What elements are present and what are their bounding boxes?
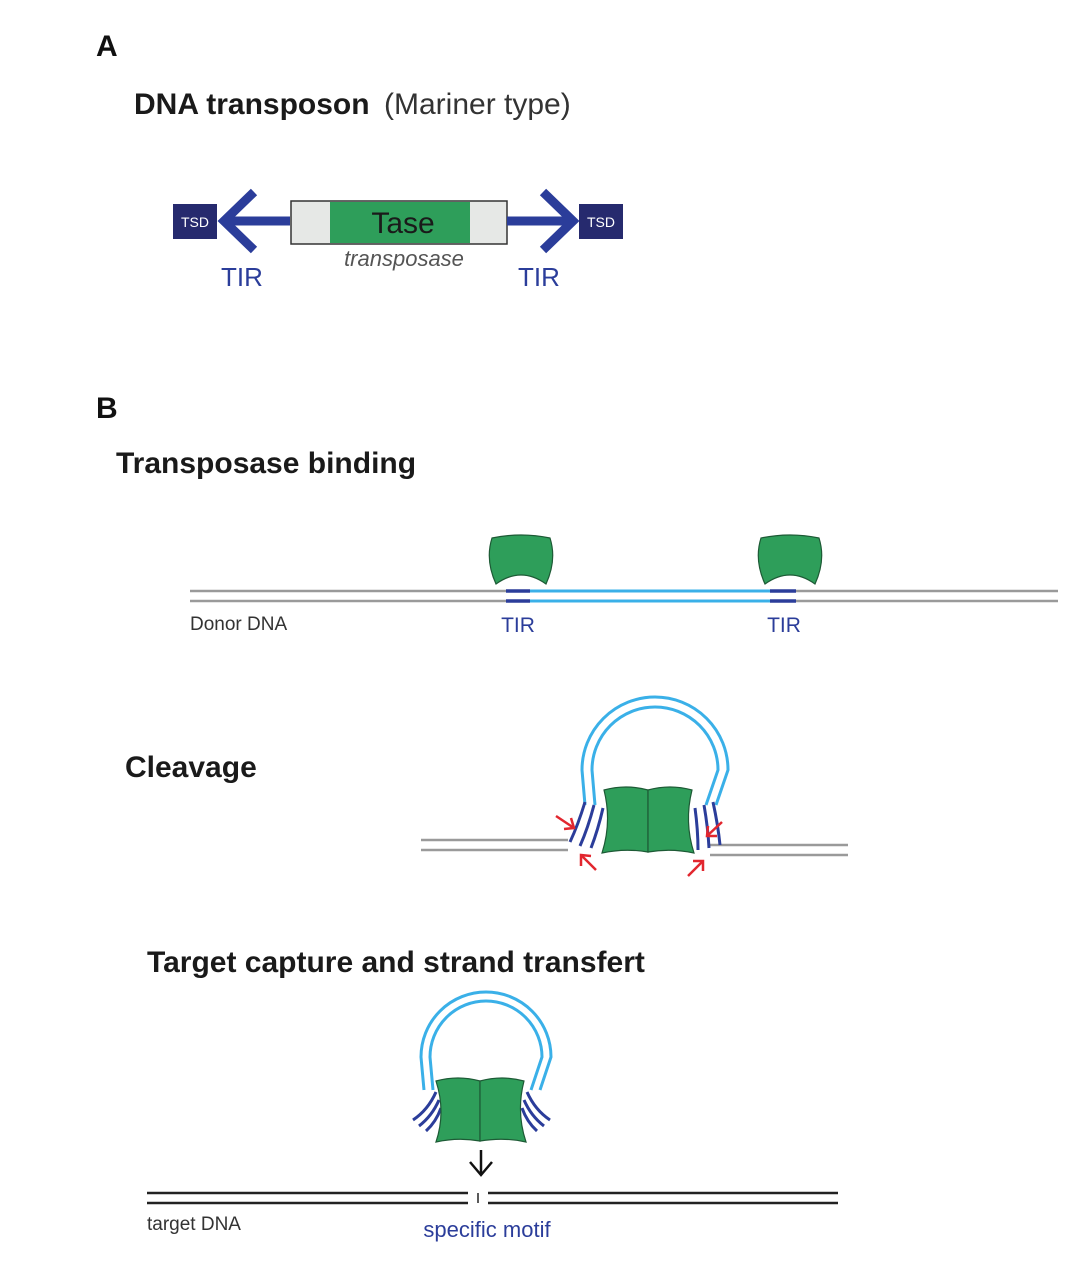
- donor-dna-label: Donor DNA: [190, 614, 287, 635]
- cleavage-arrow-lower-left: [579, 853, 597, 871]
- panel-b-letter: B: [96, 392, 118, 425]
- cleavage-arrow-upper-left: [555, 814, 576, 831]
- cleavage-arrows: [555, 814, 723, 877]
- transposon-segment: [530, 589, 770, 603]
- panel-a-letter: A: [96, 30, 118, 63]
- tir-mark-right: [770, 589, 796, 603]
- transposase-monomer-left: [488, 534, 554, 585]
- step1-title: Transposase binding: [116, 447, 416, 480]
- tase-orf: [330, 202, 470, 243]
- transposase-dimer-left-cleavage: [601, 786, 649, 854]
- cleavage-arrow-upper-right: [705, 821, 723, 838]
- cleaved-donor-right: [710, 843, 848, 857]
- tir-mark-left: [506, 589, 530, 603]
- tase-label: Tase: [371, 207, 434, 240]
- tir-left-arrow: [217, 188, 290, 254]
- tsd-left-box: [173, 204, 217, 239]
- panel-a-title-bold: DNA transposon: [134, 88, 370, 121]
- target-dna-right: [488, 1191, 838, 1205]
- transposase-dimer-left-target: [435, 1077, 481, 1143]
- step1-tir-right-label: TIR: [767, 614, 801, 637]
- specific-motif-label: specific motif: [423, 1217, 551, 1242]
- transposon-loop-cleavage: [580, 695, 730, 806]
- target-dna-left: [147, 1191, 468, 1205]
- transposon-loop-target: [419, 990, 553, 1091]
- tir-curves-cleavage-left: [568, 801, 605, 849]
- tir-left-label: TIR: [221, 262, 263, 292]
- panel-a-title: DNA transposon (Mariner type): [134, 88, 571, 121]
- step3-title: Target capture and strand transfert: [147, 946, 645, 979]
- step2-title: Cleavage: [125, 751, 257, 784]
- tsd-left-label: TSD: [181, 214, 209, 230]
- tsd-right-box: [579, 204, 623, 239]
- tir-curves-target-right: [520, 1091, 551, 1133]
- tir-right-label: TIR: [518, 262, 560, 292]
- cleavage-arrow-lower-right: [687, 859, 705, 877]
- panel-a-title-rest: (Mariner type): [384, 88, 571, 121]
- transposase-caption: transposase: [344, 246, 464, 271]
- transposase-dimer-right-target: [479, 1077, 527, 1143]
- tir-curves-target-left: [412, 1091, 443, 1133]
- cleaved-donor-left: [421, 838, 568, 852]
- tir-right-arrow: [507, 188, 580, 254]
- tsd-right-label: TSD: [587, 214, 615, 230]
- transposase-dimer-right-cleavage: [647, 786, 695, 854]
- target-dna-label: target DNA: [147, 1214, 241, 1235]
- transposase-monomer-right: [757, 534, 823, 585]
- insertion-arrow: [469, 1150, 493, 1177]
- step1-tir-left-label: TIR: [501, 614, 535, 637]
